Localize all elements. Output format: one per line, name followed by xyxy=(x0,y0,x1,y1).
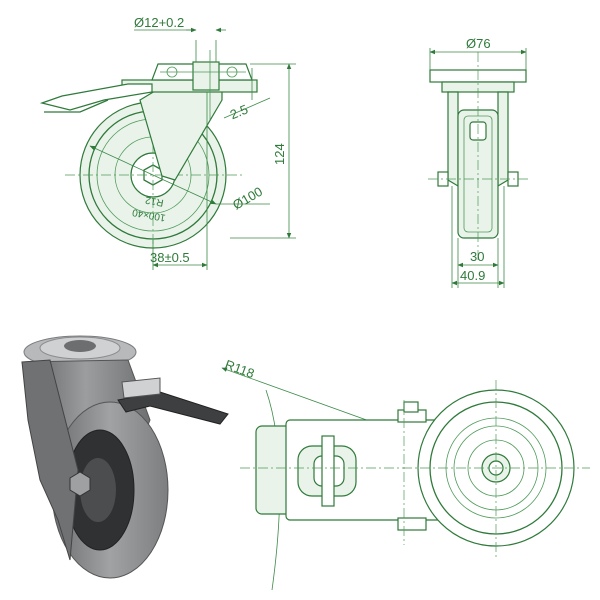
side-view: Ø76 30 40.9 xyxy=(428,36,530,288)
height-dimension: 124 xyxy=(272,143,287,165)
swivel-radius-dimension: R118 xyxy=(223,357,256,381)
bolt-hole-dimension: Ø12+0.2 xyxy=(134,15,184,30)
tire-marking-code: R12 xyxy=(144,194,164,208)
total-width-dimension: 40.9 xyxy=(460,268,485,283)
side-fork-right xyxy=(497,91,509,188)
offset-dimension: 38±0.5 xyxy=(150,250,190,265)
front-view: Ø12+0.2 2.5 124 Ø100 100×40 R12 38±0.5 xyxy=(39,15,296,270)
brake-lever xyxy=(39,83,153,111)
plate-diameter-dimension: Ø76 xyxy=(466,36,491,51)
caster-photo-render xyxy=(21,335,229,579)
wheel-diameter-dimension: Ø100 xyxy=(230,184,265,213)
tread-width-dimension: 30 xyxy=(470,249,484,264)
side-fork-left xyxy=(447,91,459,188)
bolt-hole-section xyxy=(192,61,220,91)
lever-dimension: 2.5 xyxy=(228,102,250,123)
top-view: R118 xyxy=(221,357,590,591)
